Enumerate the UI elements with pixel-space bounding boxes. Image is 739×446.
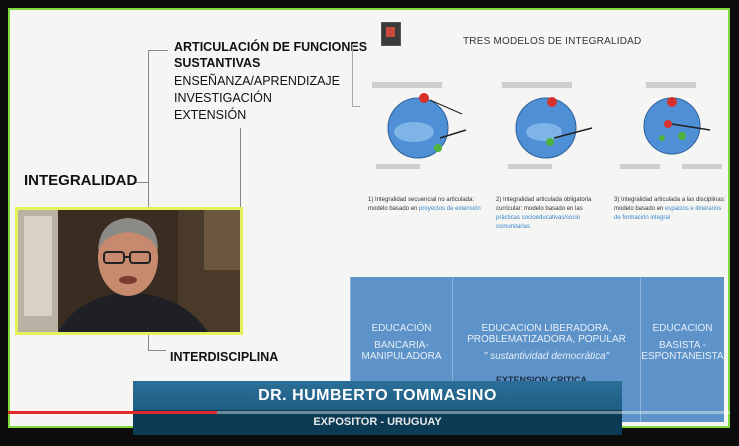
model-caption-3: 3) Integralidad articulada a las discipl… xyxy=(614,196,728,223)
root-node: INTEGRALIDAD xyxy=(24,172,138,189)
video-progress-bar[interactable] xyxy=(8,411,730,414)
column-1-line3: MANIPULADORA xyxy=(361,351,442,362)
connector-branch-top xyxy=(148,50,168,51)
connector-branch-bottom xyxy=(148,350,166,351)
model-caption-1: 1) Integralidad secuencial no articulada… xyxy=(368,196,486,214)
column-1-line2: BANCARIA- xyxy=(374,340,429,351)
column-bancaria: EDUCACIÓN BANCARIA- MANIPULADORA xyxy=(350,277,452,422)
model-caption-2: 2) Integralidad articulada obligatoria c… xyxy=(496,196,608,232)
speaker-portrait xyxy=(18,210,240,332)
speaker-name: DR. HUMBERTO TOMMASINO xyxy=(133,381,622,410)
column-3-line3: ESPONTANEISTA xyxy=(641,351,724,362)
caption-1-link: proyectos de extensión xyxy=(419,206,481,212)
slide-logo-icon xyxy=(381,22,401,46)
caption-3-link: espacios e itinerarios de formación inte… xyxy=(614,206,722,221)
slide-bracket xyxy=(352,44,353,106)
connector-vertical xyxy=(148,50,149,350)
branch-title-line2: SUSTANTIVAS xyxy=(174,56,261,70)
speaker-video xyxy=(15,207,243,335)
connector-root xyxy=(136,182,148,183)
partial-heading: EXTENSION CRITICA xyxy=(496,375,588,385)
model-diagram-2 xyxy=(494,78,618,178)
branch-title-line1: ARTICULACIÓN DE FUNCIONES xyxy=(174,40,368,54)
column-basista: EDUCACION BASISTA - ESPONTANEISTA xyxy=(640,277,724,422)
branch-interdisciplina: INTERDISCIPLINA xyxy=(170,350,279,364)
branch-item-ensenanza: ENSEÑANZA/APRENDIZAJE xyxy=(174,74,341,88)
speaker-role: EXPOSITOR - URUGUAY xyxy=(133,410,622,435)
model-diagram-1 xyxy=(366,78,490,178)
video-progress-fill xyxy=(8,411,218,414)
branch-item-investigacion: INVESTIGACIÓN xyxy=(174,91,272,105)
column-liberadora: EDUCACION LIBERADORA, PROBLEMATIZADORA, … xyxy=(452,277,640,422)
lower-third-banner: DR. HUMBERTO TOMMASINO EXPOSITOR - URUGU… xyxy=(133,381,622,435)
slide-title: TRES MODELOS DE INTEGRALIDAD xyxy=(463,36,642,47)
column-1-line1: EDUCACIÓN xyxy=(371,323,432,334)
branch-item-extension: EXTENSIÓN xyxy=(174,108,247,122)
column-3-line1: EDUCACION xyxy=(652,323,713,334)
column-3-line2: BASISTA - xyxy=(658,340,707,351)
caption-2-text: 2) Integralidad articulada obligatoria c… xyxy=(496,197,592,212)
column-2-line3: " sustantividad democrática" xyxy=(483,351,610,362)
caption-2-link: prácticas socioeducativas/socio comunita… xyxy=(496,215,581,230)
column-2-line2: PROBLEMATIZADORA, POPULAR xyxy=(467,334,626,345)
caption-1-text: 1) Integralidad secuencial no articulada… xyxy=(368,197,475,212)
caption-3-text: 3) Integralidad articulada a las discipl… xyxy=(614,197,726,212)
column-2-line1: EDUCACION LIBERADORA, xyxy=(481,323,612,334)
model-diagram-3 xyxy=(612,78,728,178)
slide-bracket-arm xyxy=(352,106,360,107)
connector-items xyxy=(240,128,241,224)
